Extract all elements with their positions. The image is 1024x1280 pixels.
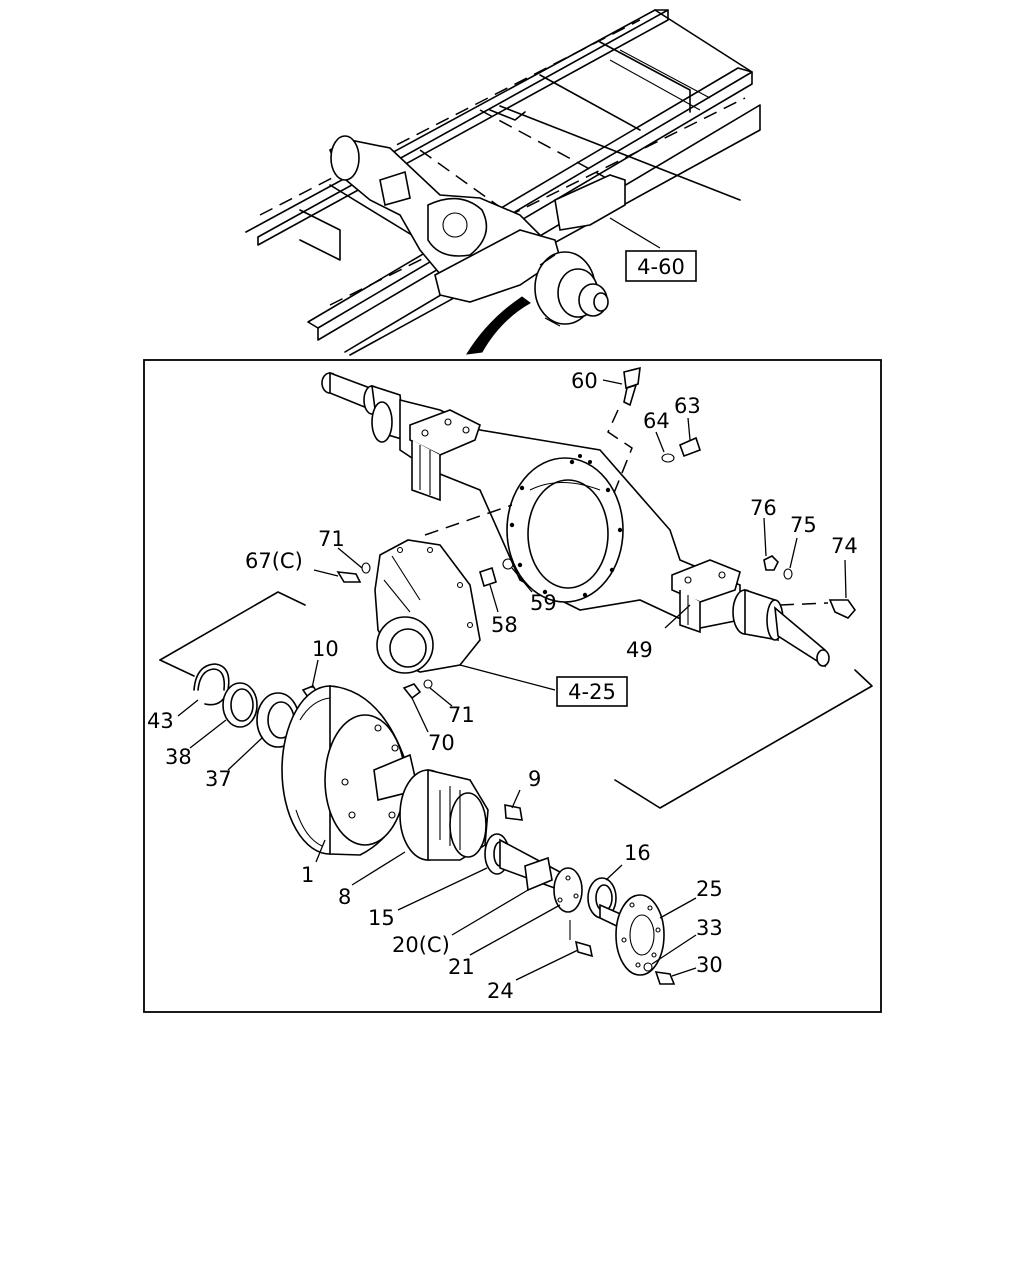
frame-ref-box — [625, 250, 697, 282]
callout-16: 16 — [624, 841, 651, 865]
callout-63: 63 — [674, 394, 701, 418]
callout-59: 59 — [530, 591, 557, 615]
callout-64: 64 — [643, 409, 670, 433]
callout-8: 8 — [338, 885, 351, 909]
callout-21: 21 — [448, 955, 475, 979]
carrier-cover: 4-25 — [336, 504, 628, 707]
callout-71-upper: 71 — [318, 527, 345, 551]
hub-drum-assembly — [159, 591, 873, 985]
callout-67: 67(C) — [245, 549, 303, 573]
carrier-ref-box — [556, 676, 628, 707]
callout-20c: 20(C) — [392, 933, 450, 957]
detail-frame — [143, 359, 882, 1013]
callout-9: 9 — [528, 767, 541, 791]
callout-70: 70 — [428, 731, 455, 755]
zoom-arrow — [466, 296, 531, 355]
callout-10: 10 — [312, 637, 339, 661]
callout-25: 25 — [696, 877, 723, 901]
callout-24: 24 — [487, 979, 514, 1003]
callout-75: 75 — [790, 513, 817, 537]
callout-37: 37 — [205, 767, 232, 791]
callout-15: 15 — [368, 906, 395, 930]
callout-1: 1 — [301, 863, 314, 887]
callout-58: 58 — [491, 613, 518, 637]
callout-33: 33 — [696, 916, 723, 940]
callout-43: 43 — [147, 709, 174, 733]
callout-30: 30 — [696, 953, 723, 977]
callout-60: 60 — [571, 369, 598, 393]
frame-ref-label: 4-60 — [637, 255, 685, 279]
callout-38: 38 — [165, 745, 192, 769]
leader-lines — [177, 379, 847, 981]
carrier-ref-label: 4-25 — [568, 680, 616, 704]
callout-49: 49 — [626, 638, 653, 662]
axle-housing — [321, 366, 857, 668]
chassis-frame-overview: 4-60 — [245, 9, 761, 356]
callout-labels: 60 63 64 76 75 74 49 59 58 71 67(C) 71 7… — [147, 369, 858, 1003]
callout-74: 74 — [831, 534, 858, 558]
callout-76: 76 — [750, 496, 777, 520]
callout-71-lower: 71 — [448, 703, 475, 727]
